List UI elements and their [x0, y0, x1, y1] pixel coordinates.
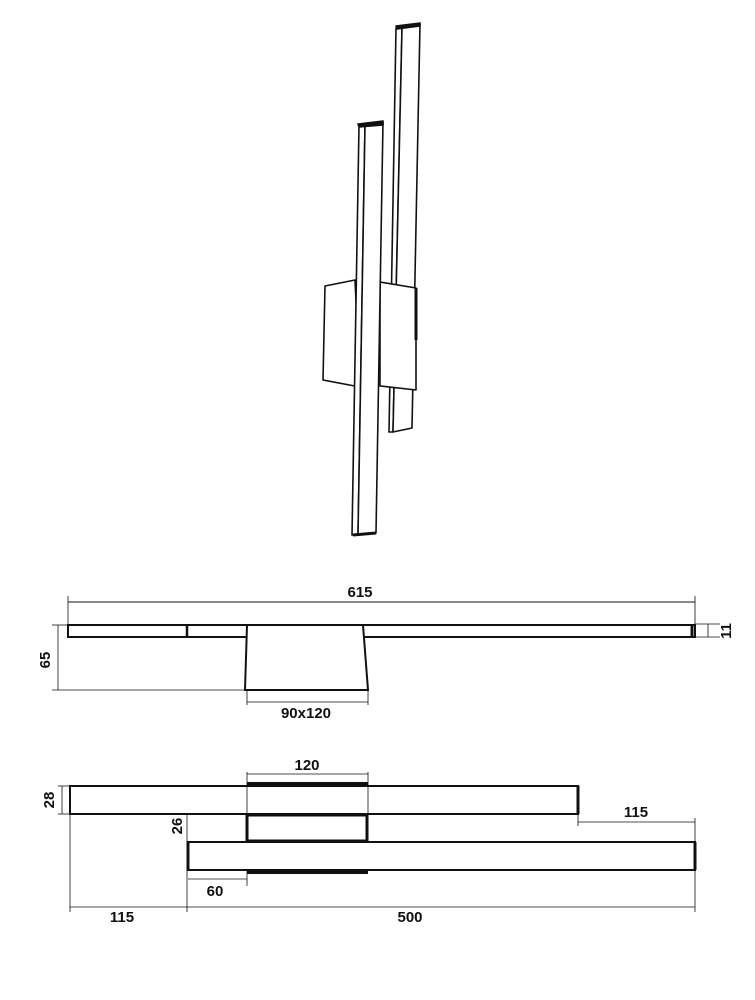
dim-bar-thickness: 11 [718, 623, 735, 639]
dim-base-size: 90x120 [281, 705, 331, 722]
perspective-view [322, 22, 421, 537]
side-base [243, 624, 370, 691]
top-bar-lower [187, 841, 696, 871]
side-bar [67, 624, 696, 638]
dim-base-width: 120 [294, 757, 319, 774]
dim-gap: 26 [169, 818, 186, 835]
dim-bar-length: 500 [397, 909, 422, 926]
dim-overall-length: 615 [347, 584, 372, 601]
side-view [52, 596, 720, 705]
dim-left-offset: 115 [110, 909, 134, 926]
dim-height: 65 [37, 652, 54, 669]
dim-bar-width: 28 [41, 792, 58, 809]
front-rod-bottom [352, 531, 377, 537]
base-cap-top [247, 782, 368, 786]
top-view [58, 772, 697, 912]
front-rod-cap [357, 120, 384, 128]
back-rod-cap [395, 22, 421, 30]
top-bar-upper [69, 785, 579, 815]
base-cap-bottom [247, 870, 368, 874]
dim-base-offset: 60 [207, 883, 224, 900]
dim-right-offset: 115 [624, 804, 648, 821]
top-base [245, 813, 369, 843]
box-right-face [379, 281, 417, 391]
